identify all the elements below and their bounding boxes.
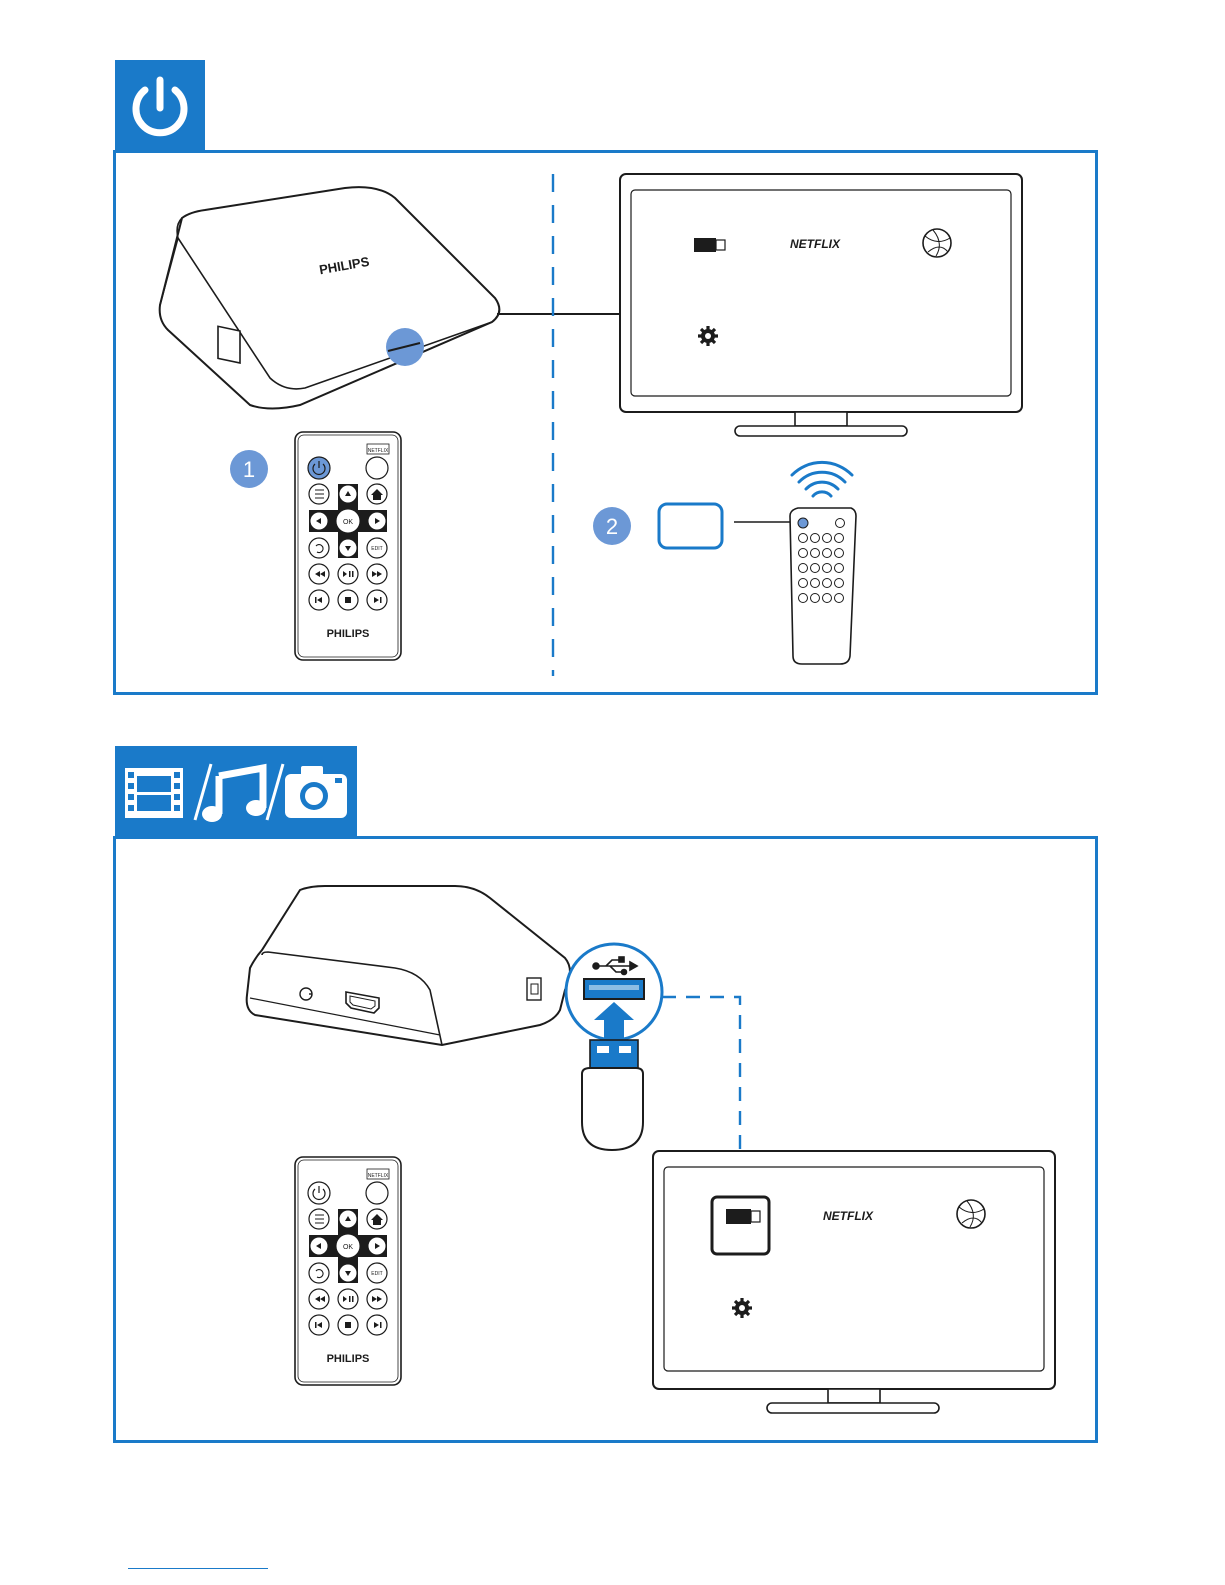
- svg-text:OK: OK: [343, 519, 353, 526]
- tv-remote-control: [790, 508, 856, 664]
- media-player-box-rear: [247, 886, 570, 1045]
- blank-key[interactable]: [366, 1182, 388, 1204]
- blank-key[interactable]: [366, 457, 388, 479]
- media-player-box: PHILIPS: [160, 187, 500, 408]
- svg-text:EDIT: EDIT: [371, 546, 382, 552]
- svg-text:EDIT: EDIT: [371, 1271, 382, 1277]
- usb-source-selected[interactable]: [712, 1197, 769, 1254]
- tv-screen-2: NETFLIX: [653, 1151, 1055, 1413]
- usb-port-side: [218, 326, 240, 363]
- usb-to-tv-connector: [662, 997, 740, 1170]
- power-jack: [300, 988, 312, 1000]
- usb-flash-drive: [582, 1040, 643, 1150]
- back-button[interactable]: [309, 538, 329, 558]
- settings-gear-icon: [698, 326, 718, 346]
- svg-text:NETFLIX: NETFLIX: [368, 448, 389, 454]
- usb-drive-icon: [694, 238, 725, 252]
- step-2-badge: 2: [593, 507, 631, 545]
- remote-brand-label: PHILIPS: [327, 1353, 370, 1365]
- usb-port-zoom: [566, 944, 662, 1040]
- remote-control-2: NETFLIX OK EDIT PHILIPS: [295, 1157, 401, 1385]
- remote-control-1: NETFLIX OK EDIT PHILIPS: [295, 432, 401, 660]
- footer-rule: [128, 1568, 268, 1569]
- play-pause-button[interactable]: [338, 564, 358, 584]
- play-pause-button[interactable]: [338, 1289, 358, 1309]
- usb-drive-icon: [726, 1209, 760, 1224]
- svg-text:OK: OK: [343, 1244, 353, 1251]
- settings-gear-icon: [732, 1298, 752, 1318]
- remote-brand-label: PHILIPS: [327, 628, 370, 640]
- wireless-signal-icon: [792, 462, 852, 496]
- svg-text:2: 2: [606, 514, 618, 539]
- step-1-badge: 1: [230, 450, 268, 488]
- svg-text:1: 1: [243, 457, 255, 482]
- netflix-logo: NETFLIX: [823, 1209, 874, 1223]
- svg-text:NETFLIX: NETFLIX: [368, 1173, 389, 1179]
- tv-screen-1: NETFLIX: [620, 174, 1022, 436]
- netflix-logo: NETFLIX: [790, 237, 841, 251]
- back-button[interactable]: [309, 1263, 329, 1283]
- tv-source-key: [659, 504, 722, 548]
